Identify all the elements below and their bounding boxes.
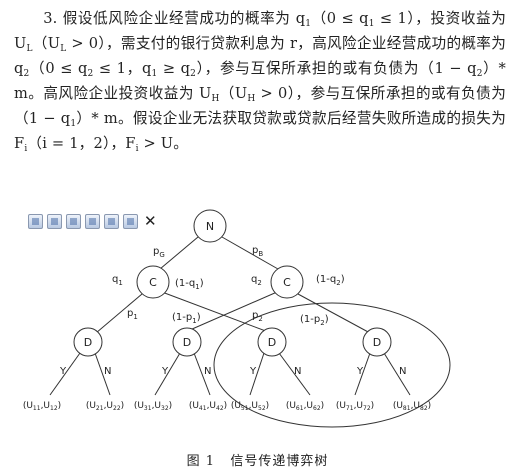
decision-node-3-label: D	[268, 336, 276, 349]
save-icon[interactable]	[28, 213, 43, 229]
payoff-leaf-3: (U31,U32)	[134, 401, 172, 412]
payoff-leaf-1: (U11,U12)	[23, 401, 61, 412]
edge-label-1-q1: (1-q1)	[175, 278, 204, 291]
figure-caption: 图 1 信号传递博弈树	[0, 450, 515, 469]
no-label-2: N	[204, 366, 211, 377]
payoff-leaf-4: (U41,U42)	[189, 401, 227, 412]
payoff-leaf-2: (U21,U22)	[86, 401, 124, 412]
information-set-oval	[213, 302, 451, 428]
edge-label-pB: pB	[252, 245, 263, 258]
chance-node-right-label: C	[283, 276, 291, 289]
decision-node-4-label: D	[373, 336, 381, 349]
print-icon[interactable]	[66, 213, 81, 229]
no-label-1: N	[104, 366, 111, 377]
edge-label-pG: pG	[153, 246, 165, 259]
payoff-leaf-6: (U61,U62)	[286, 401, 324, 412]
problem-paragraph: 3. 假设低风险企业经营成功的概率为 q1（0 ≤ q1 ≤ 1），投资收益为 …	[14, 10, 506, 154]
tools-icon[interactable]	[123, 213, 138, 229]
decision-node-2-label: D	[183, 336, 191, 349]
yes-label-1: Y	[59, 366, 67, 377]
root-node	[193, 209, 227, 243]
no-label-4: N	[399, 366, 406, 377]
close-icon[interactable]: ✕	[144, 211, 157, 230]
edge-label-1-q2: (1-q2)	[316, 274, 345, 287]
payoff-leaf-5: (U51,U52)	[231, 401, 269, 412]
root-node-label: N	[206, 220, 214, 233]
edge-label-1-p1: (1-p1)	[172, 312, 201, 325]
payoff-leaf-8: (U81,U82)	[393, 401, 431, 412]
payoff-leaf-7: (U71,U72)	[336, 401, 374, 412]
copy-icon[interactable]	[47, 213, 62, 229]
chance-node-left-label: C	[149, 276, 157, 289]
decision-node-4	[362, 327, 392, 357]
edge-label-p1: p1	[127, 308, 138, 321]
tree-edges	[49, 236, 411, 396]
chance-node-right	[270, 265, 304, 299]
figure-number: 图 1	[186, 454, 215, 469]
figure-toolbar: ✕	[28, 212, 157, 230]
word-icon[interactable]	[104, 213, 119, 229]
edge-label-q2: q2	[251, 274, 262, 287]
no-label-3: N	[294, 366, 301, 377]
edge-label-p2: p2	[252, 310, 263, 323]
yes-label-2: Y	[161, 366, 169, 377]
edge-label-q1: q1	[112, 274, 123, 287]
decision-node-1-label: D	[84, 336, 92, 349]
decision-node-2	[172, 327, 202, 357]
game-tree-diagram: N C C D D D D pG pB q1 (1-q1) q2 (1-q2) …	[23, 209, 451, 428]
edge-label-1-p2: (1-p2)	[300, 314, 329, 327]
chance-node-left	[136, 265, 170, 299]
preview-icon[interactable]	[85, 213, 100, 229]
figure-title: 信号传递博弈树	[230, 454, 329, 469]
yes-label-3: Y	[249, 366, 257, 377]
decision-node-1	[73, 327, 103, 357]
decision-node-3	[257, 327, 287, 357]
yes-label-4: Y	[356, 366, 364, 377]
